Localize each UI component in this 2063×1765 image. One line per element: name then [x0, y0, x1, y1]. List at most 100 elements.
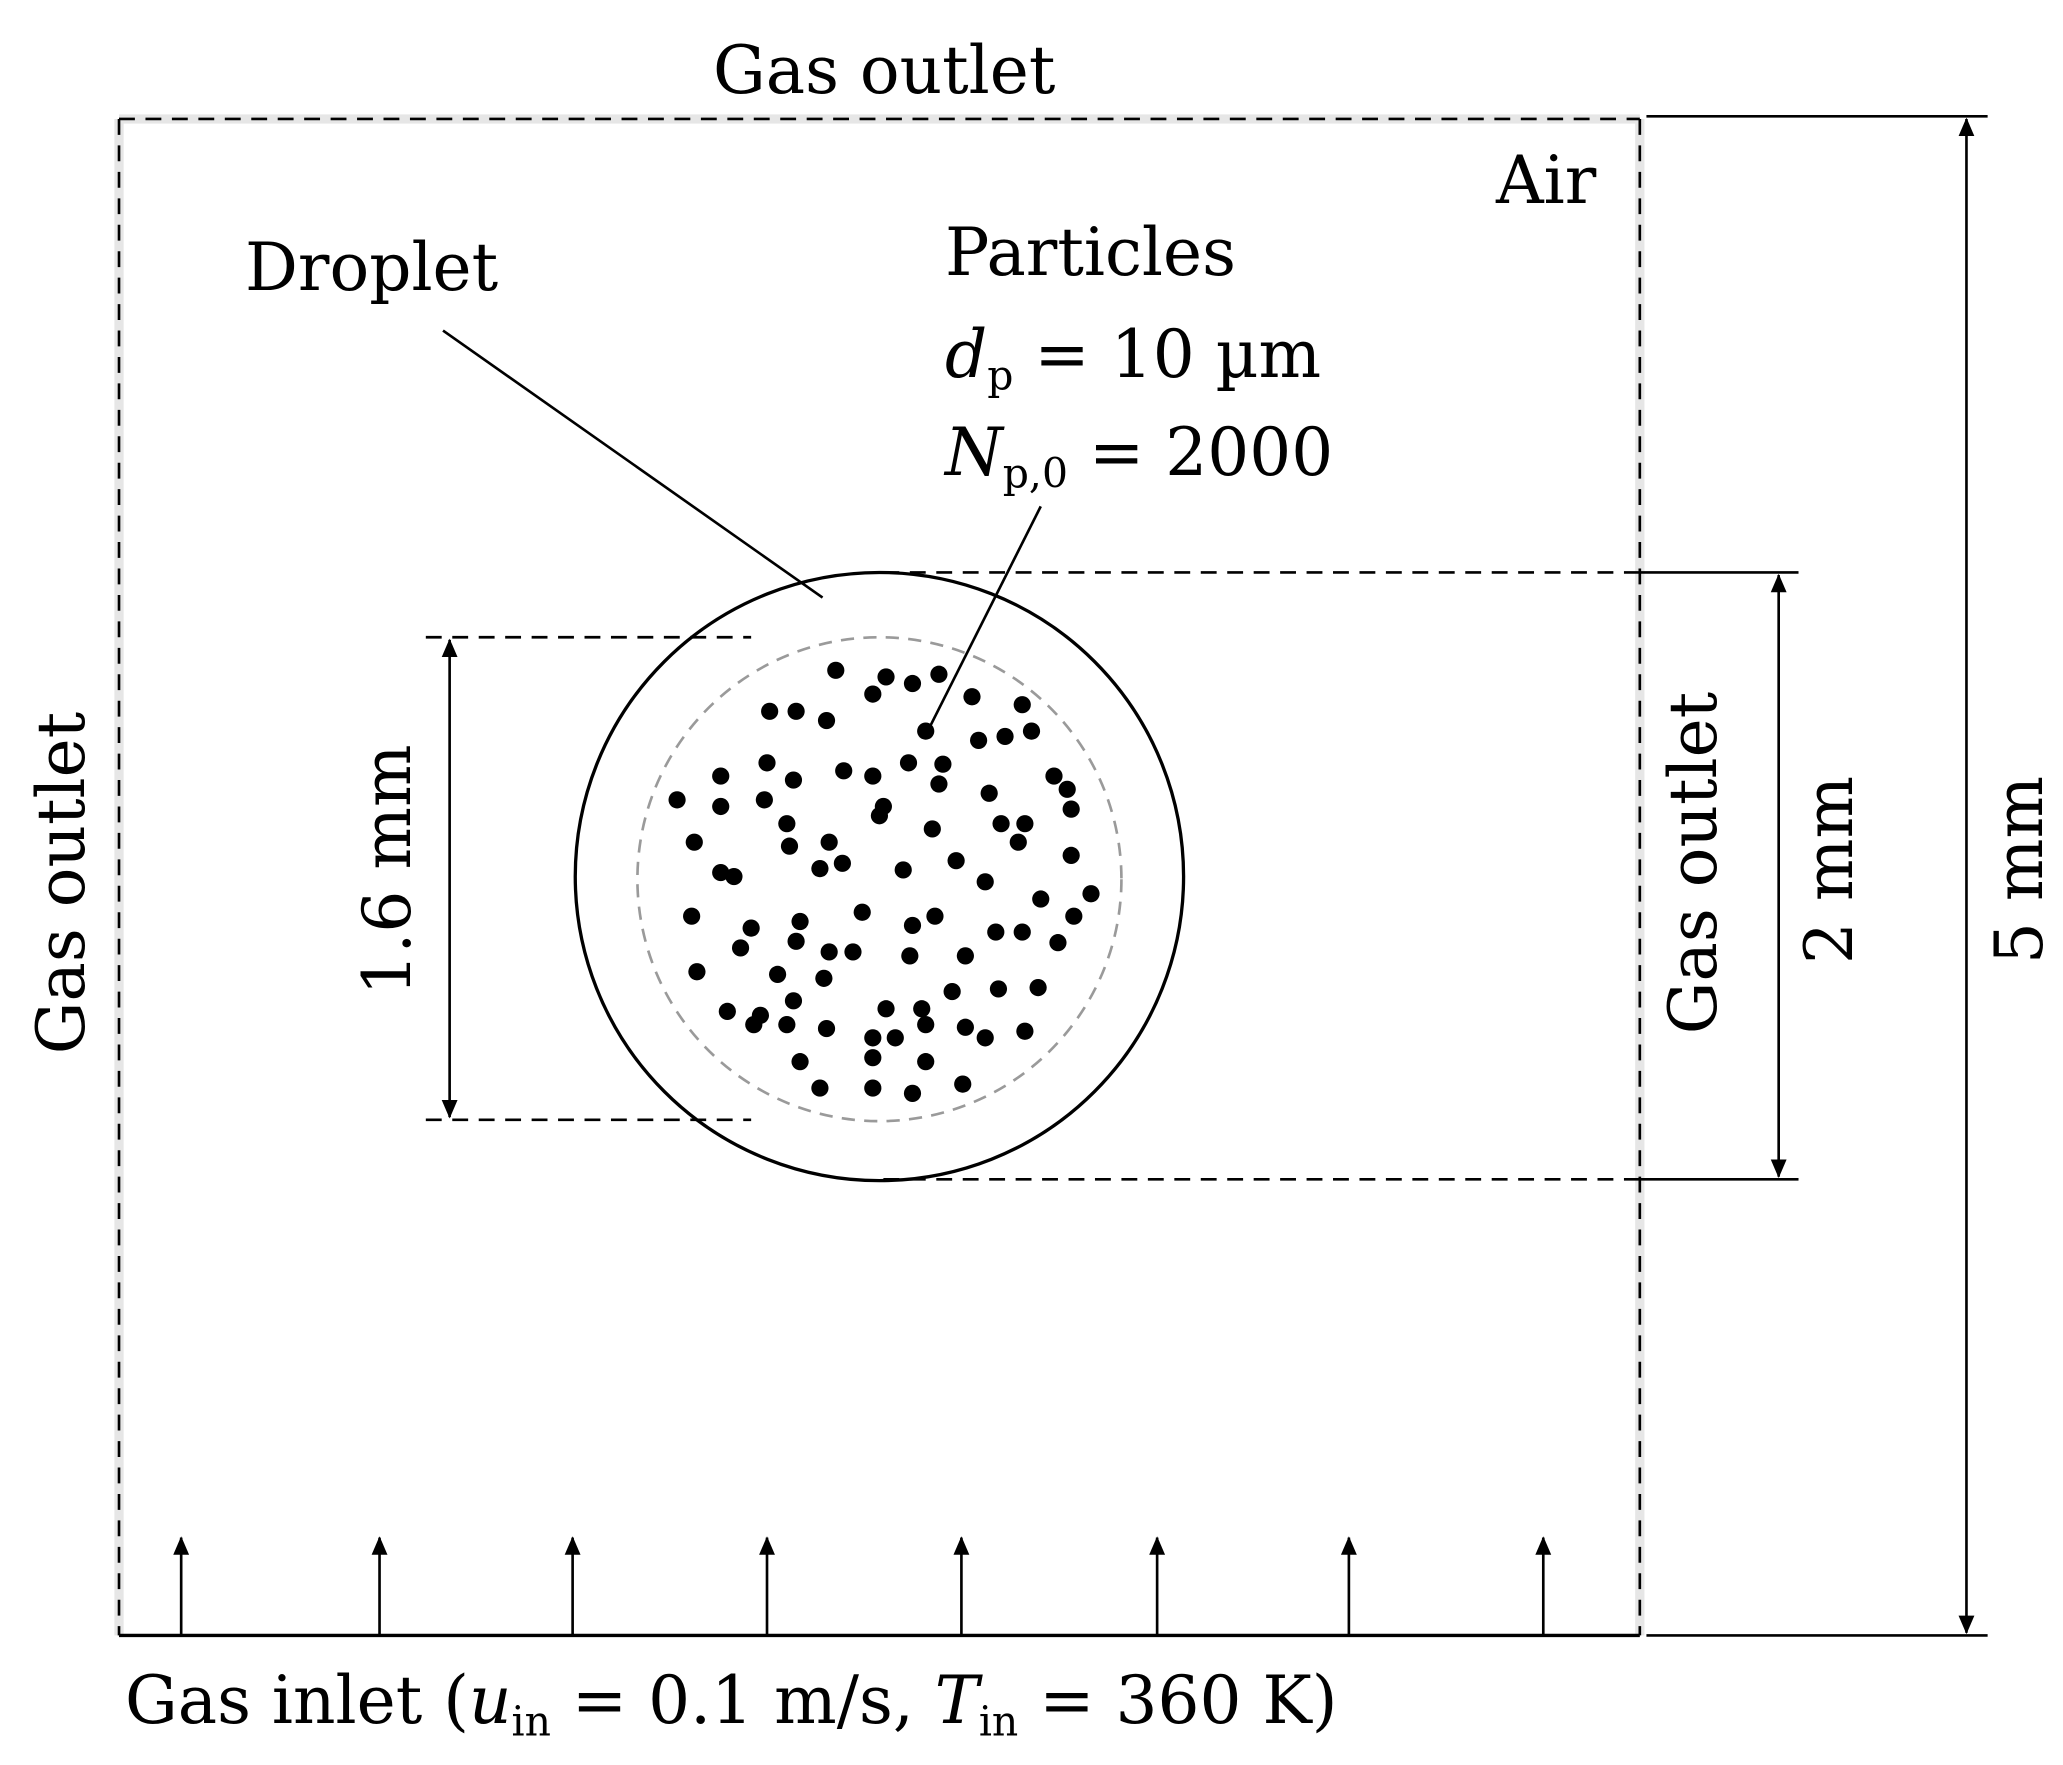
particle-dot [947, 852, 965, 870]
particle-dot [930, 665, 948, 683]
particle-dot [768, 965, 787, 983]
particle-dot [668, 791, 686, 809]
droplet-label: Droplet [245, 229, 499, 306]
particle-dot [778, 815, 796, 833]
np-symbol: N [945, 414, 1003, 491]
particle-dot [784, 771, 803, 789]
particle-dot [712, 863, 730, 882]
np-subscript: p,0 [1002, 449, 1068, 498]
particle-dot [844, 943, 862, 961]
dim-inner-dimension [425, 635, 752, 1122]
particle-dot [903, 1084, 922, 1102]
domain-boundary [114, 114, 1645, 1638]
particle-dot [787, 702, 805, 720]
gas-outlet-right-label: Gas outlet [1655, 691, 1732, 1035]
particle-dot [976, 1029, 994, 1047]
particle-region-circle [636, 635, 1123, 1123]
particle-dot [864, 685, 882, 703]
particle-dot [835, 762, 853, 780]
particle-dot [970, 731, 988, 749]
t-symbol: T [934, 1662, 979, 1739]
particle-dot [963, 688, 981, 706]
particle-dot [886, 1029, 904, 1047]
particle-dot [1062, 846, 1080, 864]
particle-dot [877, 668, 895, 686]
particle-dot [923, 820, 941, 838]
particle-dot [755, 791, 773, 809]
particle-dot [864, 1049, 882, 1067]
particle-dot [811, 860, 829, 878]
particle-dot [787, 932, 805, 950]
particle-dot [901, 947, 919, 965]
particle-dot [1065, 907, 1083, 925]
particles-leader-line [924, 505, 1042, 736]
inlet-prefix: Gas inlet ( [125, 1662, 469, 1739]
particle-dot [761, 702, 779, 720]
particle-dot [903, 674, 922, 693]
particle-dot [956, 947, 974, 965]
particle-dot [1013, 923, 1031, 941]
particle-dot [877, 1000, 895, 1018]
particle-dot [683, 907, 701, 925]
particle-dot [1013, 696, 1031, 714]
particle-dot [1062, 800, 1080, 818]
particle-dot [980, 784, 998, 802]
particle-dot [853, 903, 871, 921]
particle-dot [1082, 885, 1100, 903]
dim-droplet-label: 2 mm [1791, 775, 1868, 965]
particle-dot [917, 1016, 935, 1034]
particle-dot [820, 833, 838, 851]
particle-dot [943, 982, 961, 1001]
t-value: = 360 K) [1039, 1662, 1338, 1739]
particle-dot [899, 754, 918, 772]
particle-dot [833, 854, 851, 872]
particles-label: Particles [945, 214, 1236, 291]
particle-dot [956, 1018, 974, 1036]
particle-dot [685, 833, 703, 851]
particle-dot [712, 767, 730, 785]
particle-dot [731, 939, 750, 957]
particle-dot [1029, 979, 1047, 997]
particle-dot [820, 943, 838, 961]
particle-dot [742, 919, 760, 937]
particle-dot [1032, 890, 1050, 908]
gas-outlet-top-label: Gas outlet [713, 32, 1056, 109]
particle-dot [864, 767, 882, 785]
particle-dot [864, 1079, 882, 1097]
particle-dot [784, 992, 803, 1010]
particle-dot [917, 1053, 935, 1071]
particle-dot [996, 727, 1014, 746]
particle-dot [926, 907, 944, 925]
particle-dot [688, 963, 706, 981]
particle-dot [934, 755, 952, 773]
particle-dot [913, 1000, 931, 1018]
particle-count-label: Np,0 = 2000 [945, 420, 1333, 494]
inlet-arrows-group [173, 1536, 1552, 1636]
particle-dot [1058, 780, 1076, 798]
dim-inner-label: 1.6 mm [349, 744, 426, 996]
particle-dot [1016, 1022, 1034, 1040]
dp-symbol: d [945, 316, 988, 393]
particle-dot [712, 797, 730, 816]
particle-dot [1009, 833, 1027, 851]
dim-droplet-dimension [883, 571, 1799, 1181]
particle-dot [864, 1029, 882, 1047]
particle-dot [718, 1002, 736, 1020]
particle-dot [791, 1053, 809, 1071]
particle-dot [976, 873, 994, 891]
particle-dot [930, 775, 948, 793]
particle-dot [725, 867, 743, 886]
particle-dot [987, 923, 1005, 941]
particle-dot [954, 1075, 972, 1093]
u-symbol: u [468, 1662, 512, 1739]
particle-diameter-label: dp = 10 µm [945, 322, 1321, 396]
droplet-circle [573, 570, 1186, 1183]
droplet-leader-line [442, 329, 824, 599]
particle-dot [903, 916, 922, 935]
particles-group [668, 661, 1100, 1102]
particle-dot [989, 980, 1008, 998]
particle-dot [1049, 934, 1067, 952]
particle-dot [817, 1019, 836, 1038]
particle-dot [894, 861, 912, 879]
